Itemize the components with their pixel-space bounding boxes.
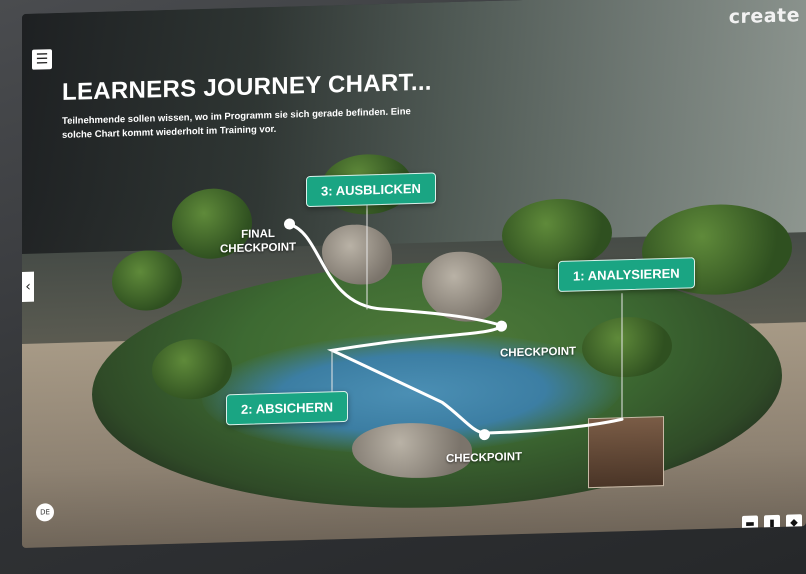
document-icon: ▮ [769,517,775,529]
language-badge: DE [40,508,50,517]
previous-slide-button[interactable]: ‹ [22,271,34,302]
chevron-left-icon: ‹ [25,278,31,295]
step-1-analysieren[interactable]: 1: ANALYSIEREN [558,257,695,293]
menu-icon: ☰ [35,51,49,68]
brand-logo: create [728,4,800,29]
final-checkpoint-label: FINAL CHECKPOINT [220,226,296,256]
final-checkpoint-label-line2: CHECKPOINT [220,241,297,256]
step-3-ausblicken[interactable]: 3: AUSBLICKEN [306,172,436,208]
shapes-icon: ◆ [790,516,798,529]
step-2-absichern[interactable]: 2: ABSICHERN [226,390,348,426]
menu-button[interactable]: ☰ [32,49,52,70]
presentation-screen: FINAL CHECKPOINT CHECKPOINT CHECKPOINT 3… [22,0,806,549]
checkpoint-label-lower: CHECKPOINT [446,451,523,466]
checkpoint-label-upper: CHECKPOINT [500,345,577,360]
